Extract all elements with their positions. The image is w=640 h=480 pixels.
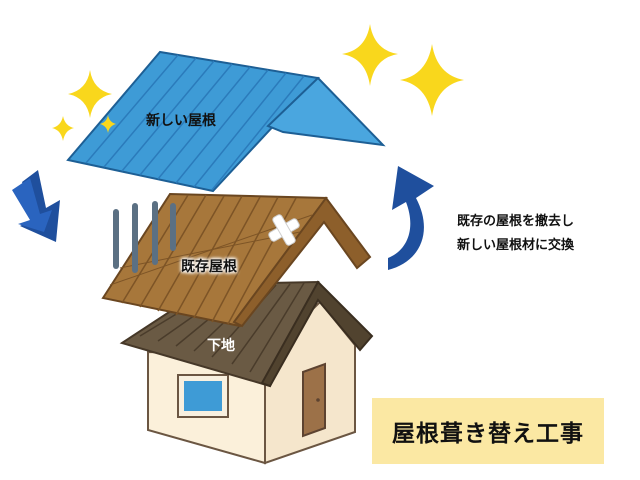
description-line-1: 既存の屋根を撤去し [457,214,575,229]
description-line-2: 新しい屋根材に交換 [457,238,575,253]
new-roof-gable [266,76,386,147]
house-door [302,362,326,438]
bandage-patch-icon [268,214,300,246]
title-banner: 屋根葺き替え工事 [372,398,604,464]
base-roof-gable [260,280,374,388]
base-label: 下地 [207,338,235,354]
page-title: 屋根葺き替え工事 [392,421,584,447]
new-roof-label: 新しい屋根 [146,113,216,129]
new-roof-lines [85,54,305,191]
sparkle-icon [52,24,464,141]
down-arrow-icon [12,170,60,242]
old-roof-label: 既存屋根 [181,259,237,275]
existing-roof [101,192,372,328]
house [119,280,374,465]
curved-up-arrow-icon [388,166,434,270]
removal-lines-icon [113,201,176,273]
new-roof [66,50,386,193]
window-glass [184,381,222,411]
process-description: 既存の屋根を撤去し 新しい屋根材に交換 [457,210,574,258]
existing-roof-gable [232,196,372,328]
